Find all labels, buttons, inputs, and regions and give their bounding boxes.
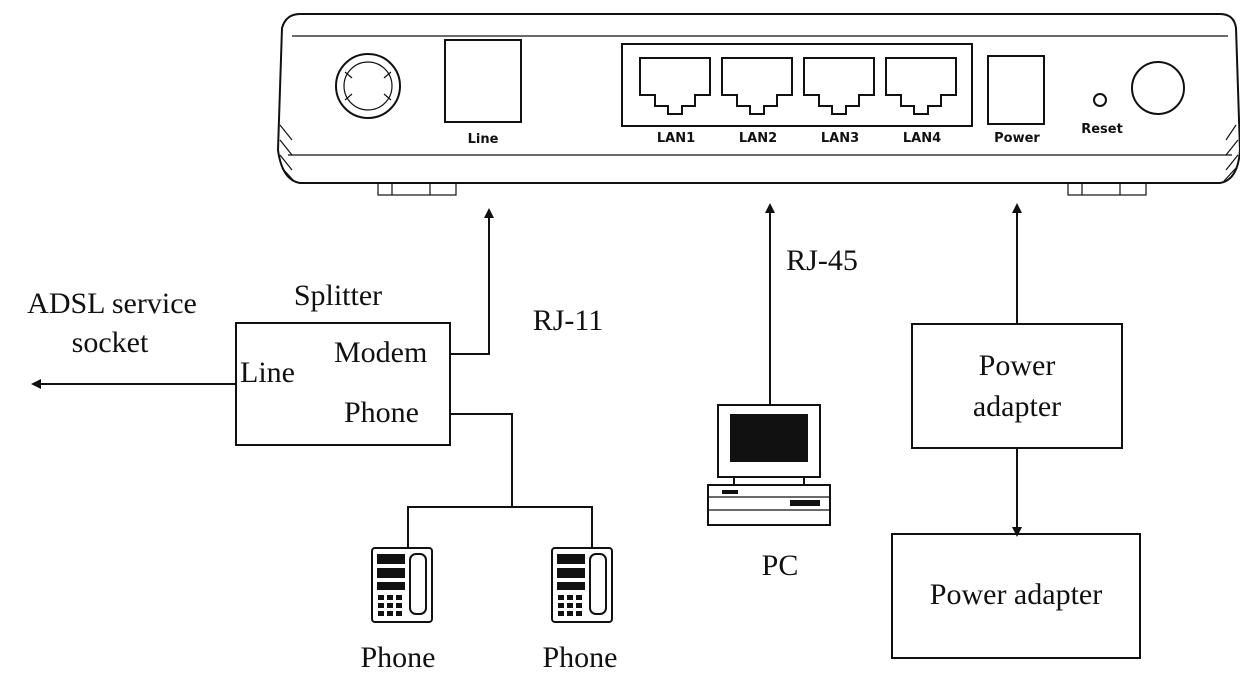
splitter-title: Splitter bbox=[294, 279, 382, 312]
port-power: Power bbox=[987, 55, 1045, 146]
router-side-hatch-right bbox=[1223, 124, 1239, 182]
phone-icon bbox=[551, 547, 613, 623]
pc-label: PC bbox=[762, 549, 799, 582]
rj11-label: RJ-11 bbox=[533, 304, 604, 337]
reset-button: Reset bbox=[1081, 93, 1123, 137]
router-device: Line LAN1 LAN2 LAN3 LAN4 Power Re bbox=[276, 13, 1240, 196]
power-adapter-lower-label: Power adapter bbox=[930, 578, 1102, 611]
adsl-socket-label-2: socket bbox=[72, 326, 149, 359]
splitter-box bbox=[235, 322, 451, 446]
phone-icon bbox=[371, 547, 433, 623]
arrow-modem-to-line bbox=[450, 208, 494, 355]
port-lan3-label: LAN3 bbox=[821, 131, 859, 146]
port-lan4: LAN4 bbox=[885, 57, 957, 146]
port-lan3: LAN3 bbox=[803, 57, 875, 146]
router-side-hatch-left bbox=[279, 124, 295, 182]
port-line-label: Line bbox=[468, 132, 499, 147]
power-adapter-upper-label-2: adapter bbox=[973, 390, 1061, 423]
lan-port-group bbox=[621, 43, 973, 127]
pc-icon bbox=[707, 404, 831, 526]
power-adapter-upper-box bbox=[911, 323, 1123, 449]
port-lan1: LAN1 bbox=[639, 57, 711, 146]
port-line: Line bbox=[444, 39, 522, 147]
power-adapter-lower-box bbox=[891, 533, 1141, 659]
port-power-label: Power bbox=[994, 131, 1040, 146]
power-switch-icon bbox=[1131, 61, 1185, 115]
router-foot-left bbox=[377, 182, 457, 196]
phone-right-label: Phone bbox=[543, 641, 618, 674]
router-round-knob-icon bbox=[335, 53, 401, 119]
port-lan2-label: LAN2 bbox=[739, 131, 777, 146]
phone-left-label: Phone bbox=[361, 641, 436, 674]
router-foot-right bbox=[1067, 182, 1147, 196]
phone-wire-branch bbox=[407, 506, 593, 548]
port-lan2: LAN2 bbox=[721, 57, 793, 146]
rj45-label: RJ-45 bbox=[786, 244, 858, 277]
adsl-socket-label-1: ADSL service bbox=[27, 287, 197, 320]
power-adapter-upper-label-1: Power bbox=[979, 349, 1056, 382]
port-lan1-label: LAN1 bbox=[657, 131, 695, 146]
splitter-modem-port: Modem bbox=[334, 336, 427, 369]
phone-wire-trunk bbox=[450, 413, 513, 507]
reset-label: Reset bbox=[1081, 122, 1123, 137]
router-body bbox=[276, 13, 1240, 184]
port-lan4-label: LAN4 bbox=[903, 131, 941, 146]
splitter-phone-port: Phone bbox=[344, 396, 419, 429]
splitter-line-port: Line bbox=[240, 356, 295, 389]
